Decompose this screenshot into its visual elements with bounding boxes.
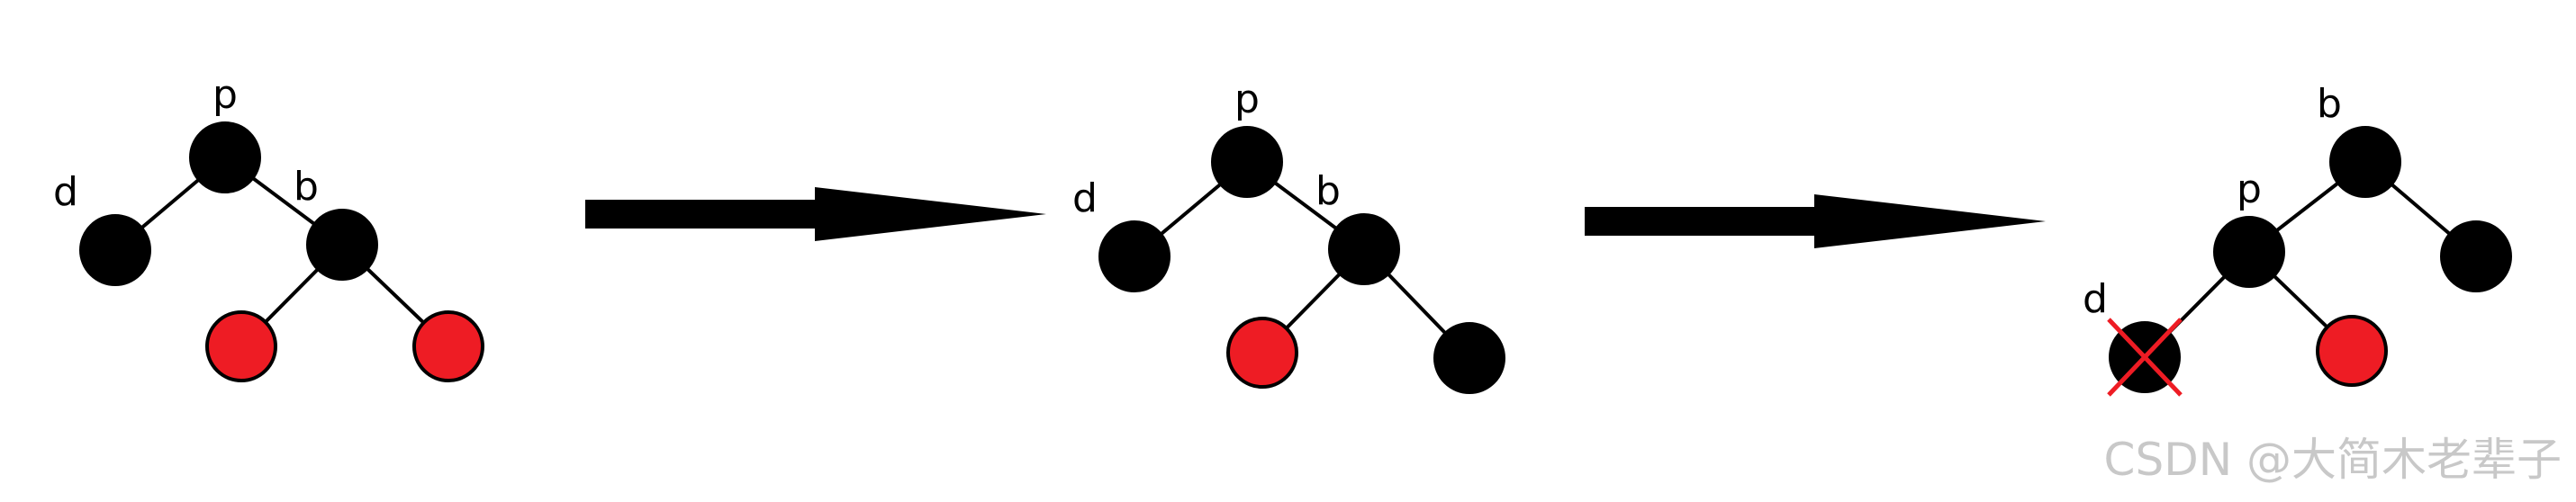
red-tree-node — [2316, 315, 2388, 387]
black-tree-node — [2213, 216, 2285, 288]
red-tree-node — [1226, 317, 1298, 389]
black-tree-node — [306, 209, 378, 281]
node-label-b: b — [2317, 81, 2342, 127]
black-tree-node — [1211, 126, 1283, 198]
node-label-d: d — [53, 169, 78, 215]
red-tree-node — [205, 310, 277, 382]
black-tree-node — [2440, 220, 2512, 292]
black-tree-node — [1098, 220, 1170, 292]
node-label-d: d — [1072, 175, 1098, 221]
black-tree-node — [2329, 126, 2401, 198]
transition-arrow-1 — [585, 187, 1046, 241]
black-tree-node — [79, 214, 151, 286]
node-label-p: p — [1234, 76, 1260, 122]
black-tree-node — [189, 121, 261, 193]
nodes-layer: p d b p d b b p d — [53, 72, 2512, 397]
transition-arrow-2 — [1585, 194, 2046, 248]
node-label-d: d — [2083, 276, 2108, 322]
black-tree-node — [1433, 322, 1505, 394]
node-label-p: p — [212, 72, 238, 118]
node-label-p: p — [2237, 166, 2262, 212]
node-label-b: b — [1315, 168, 1341, 214]
black-tree-node — [1328, 213, 1400, 285]
watermark-text: CSDN @大简木老辈子 — [2104, 434, 2562, 486]
deleted-node-cross-icon — [2107, 318, 2183, 397]
node-label-b: b — [294, 164, 319, 210]
red-tree-node — [412, 310, 484, 382]
